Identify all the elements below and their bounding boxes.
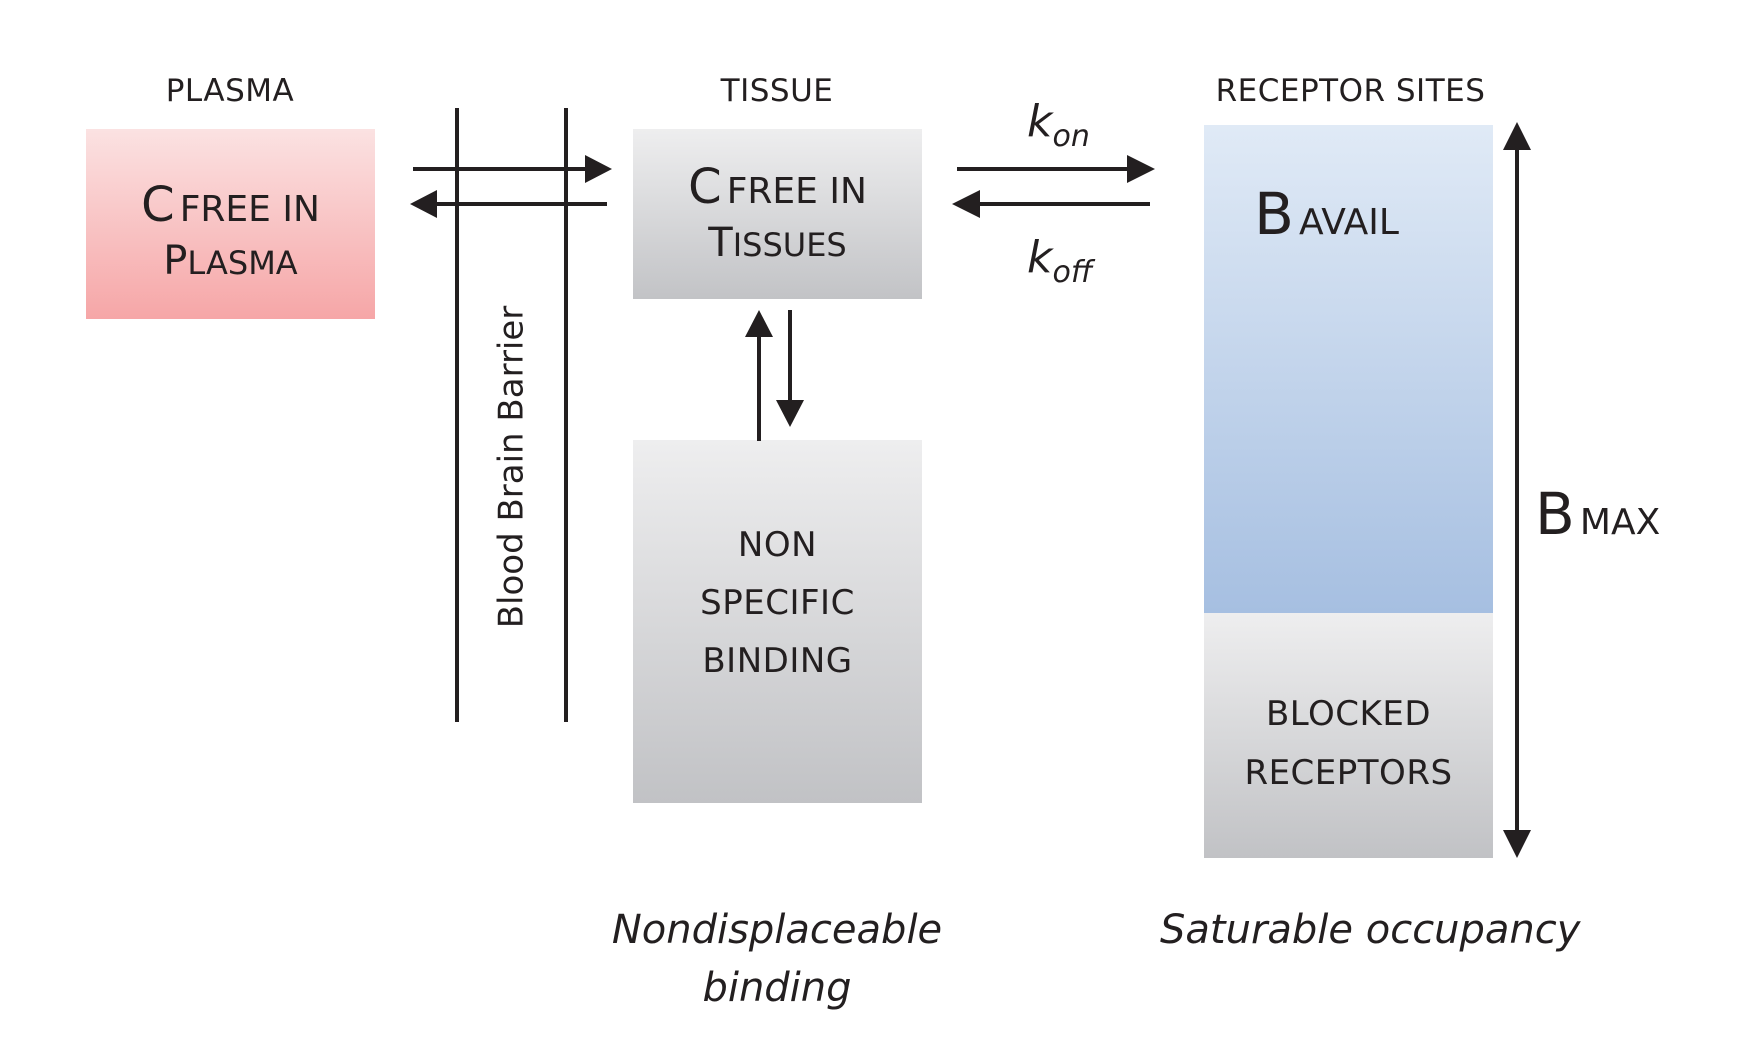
plasma-to-tissue-arrowhead-icon bbox=[585, 155, 612, 183]
koff-k: k bbox=[1027, 232, 1053, 283]
blocked-line-2: RECEPTORS bbox=[1244, 753, 1453, 793]
kon-k: k bbox=[1027, 96, 1053, 147]
kon-arrowhead-icon bbox=[1127, 155, 1155, 183]
nsb-line-2: SPECIFIC bbox=[700, 583, 855, 623]
nondisplaceable-caption-line2: binding bbox=[702, 965, 852, 1011]
bmax-down-arrowhead-icon bbox=[1503, 830, 1531, 858]
tissue-to-plasma-arrowhead-icon bbox=[410, 190, 437, 218]
nsb-line-1: NON bbox=[737, 525, 818, 565]
tissue-free-compartment: C FREE IN TISSUES bbox=[633, 129, 922, 299]
koff-label: koff bbox=[1027, 236, 1093, 288]
plasma-box-p: P bbox=[163, 238, 188, 284]
bmax-max: MAX bbox=[1579, 502, 1661, 543]
bmax-label: B MAX bbox=[1535, 485, 1660, 543]
kon-subscript: on bbox=[1052, 119, 1090, 154]
nsb-line-3: BINDING bbox=[702, 641, 853, 681]
b-avail-avail: AVAIL bbox=[1298, 202, 1399, 243]
tissue-header: TISSUE bbox=[720, 73, 834, 109]
plasma-header: PLASMA bbox=[165, 73, 295, 109]
tissue-box-line1: C FREE IN bbox=[633, 163, 922, 211]
plasma-free-compartment: C FREE IN PLASMA bbox=[86, 129, 375, 319]
blood-brain-barrier-label: Blood Brain Barrier bbox=[490, 305, 531, 629]
koff-arrowhead-icon bbox=[952, 190, 980, 218]
bmax-up-arrowhead-icon bbox=[1503, 122, 1531, 150]
bbb-label-wrapper: Blood Brain Barrier bbox=[311, 306, 711, 629]
tissue-box-t: T bbox=[708, 220, 733, 266]
tissue-box-issues: ISSUES bbox=[732, 226, 847, 264]
plasma-box-line2: PLASMA bbox=[86, 241, 375, 281]
plasma-box-c: C bbox=[141, 177, 175, 233]
available-receptors-compartment: B AVAIL bbox=[1204, 125, 1493, 613]
tissue-to-nsb-arrowhead-icon bbox=[776, 400, 804, 427]
b-avail-label: B AVAIL bbox=[1182, 185, 1471, 243]
nsb-to-tissue-arrowhead-icon bbox=[745, 310, 773, 337]
b-avail-b: B bbox=[1254, 180, 1294, 248]
nondisplaceable-caption-line1: Nondisplaceable bbox=[611, 907, 943, 953]
koff-subscript: off bbox=[1052, 255, 1093, 290]
receptor-sites-header: RECEPTOR SITES bbox=[1215, 73, 1486, 109]
bmax-b: B bbox=[1535, 480, 1575, 548]
blocked-line-1: BLOCKED bbox=[1265, 694, 1432, 734]
saturable-occupancy-caption: Saturable occupancy bbox=[1160, 907, 1581, 953]
blocked-receptors-compartment: BLOCKED RECEPTORS bbox=[1204, 613, 1493, 858]
plasma-box-lasma: LASMA bbox=[187, 244, 298, 282]
tissue-box-line2: TISSUES bbox=[633, 223, 922, 263]
tissue-box-free-in: FREE IN bbox=[726, 171, 867, 212]
tissue-box-c: C bbox=[688, 159, 722, 215]
nonspecific-binding-compartment: NON SPECIFIC BINDING bbox=[633, 440, 922, 803]
plasma-box-free-in: FREE IN bbox=[179, 189, 320, 230]
kon-label: kon bbox=[1027, 100, 1090, 152]
plasma-box-line1: C FREE IN bbox=[86, 181, 375, 229]
